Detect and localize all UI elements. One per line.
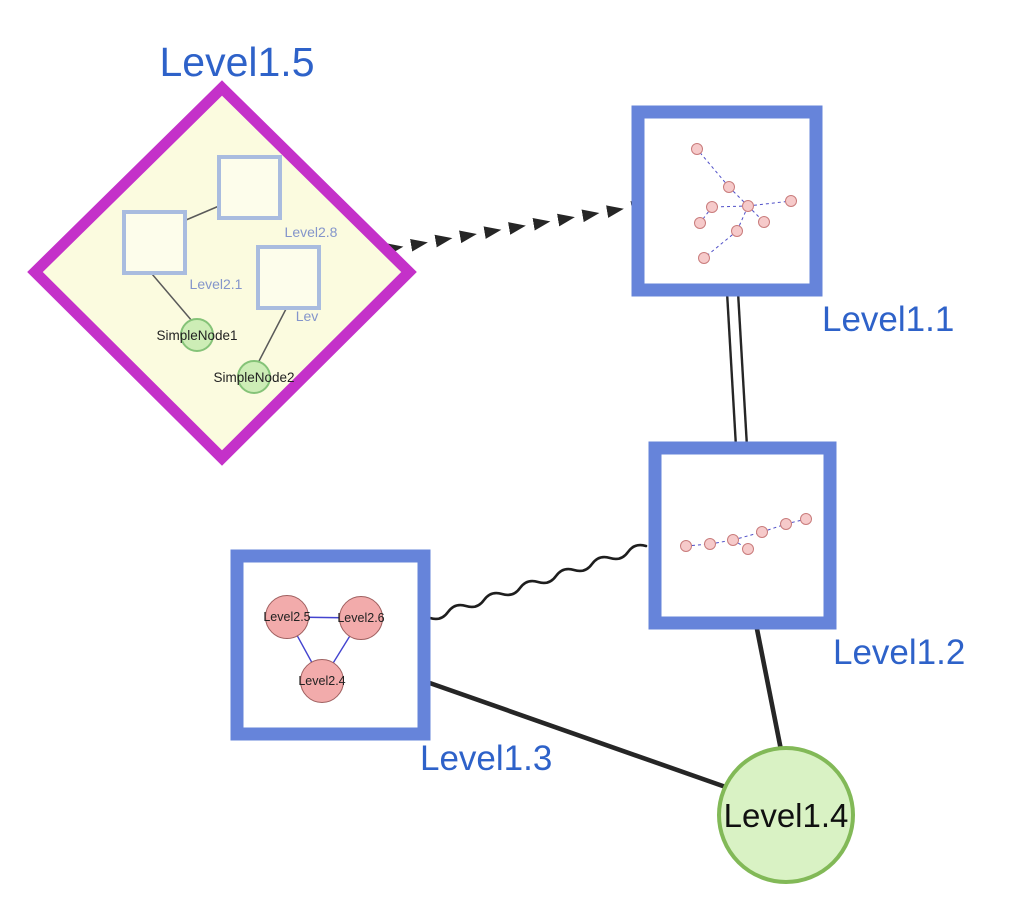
group-node-level1-5[interactable]: Level2.8 Level2.1 Lev SimpleNode1 Simple… bbox=[27, 80, 417, 466]
mini-edge[interactable] bbox=[703, 230, 738, 259]
label-level1-3: Level1.3 bbox=[420, 739, 552, 778]
mini-edge[interactable] bbox=[736, 205, 749, 232]
edge-level1-5-to-level1-1[interactable] bbox=[385, 201, 649, 256]
diamond-shape[interactable] bbox=[27, 80, 417, 466]
level1-1-inner-nodes bbox=[691, 143, 797, 264]
mini-edge[interactable] bbox=[747, 200, 792, 207]
level1-2-inner-nodes bbox=[680, 513, 812, 555]
label-simplenode1: SimpleNode1 bbox=[156, 328, 237, 343]
mini-node[interactable] bbox=[800, 513, 812, 525]
label-level1-4: Level1.4 bbox=[724, 797, 849, 834]
mini-node[interactable] bbox=[731, 225, 743, 237]
mini-edge[interactable] bbox=[728, 186, 749, 207]
mini-node[interactable] bbox=[694, 217, 706, 229]
inner-node-simplenode1[interactable] bbox=[180, 318, 214, 352]
inner-node-level2-1[interactable] bbox=[122, 210, 187, 275]
node-level1-2-frame[interactable] bbox=[648, 441, 837, 630]
mini-node[interactable] bbox=[785, 195, 797, 207]
label-level1-1: Level1.1 bbox=[822, 300, 954, 339]
inner-edge-square-to-simplenode2[interactable] bbox=[257, 308, 287, 364]
node-level1-4[interactable]: Level1.4 bbox=[717, 746, 855, 884]
label-level2-4: Level2.4 bbox=[298, 674, 345, 688]
mini-node[interactable] bbox=[704, 538, 716, 550]
mini-edge[interactable] bbox=[711, 205, 749, 208]
node-level1-2[interactable] bbox=[648, 441, 837, 630]
mini-node[interactable] bbox=[691, 143, 703, 155]
inner-node-simplenode2[interactable] bbox=[237, 360, 271, 394]
mini-node[interactable] bbox=[727, 534, 739, 546]
mini-node[interactable] bbox=[758, 216, 770, 228]
mini-edge[interactable] bbox=[696, 148, 730, 188]
mini-node[interactable] bbox=[680, 540, 692, 552]
edge-layer bbox=[385, 201, 784, 794]
label-level2-1: Level2.1 bbox=[190, 276, 243, 292]
inner-edge-squares[interactable] bbox=[185, 205, 220, 221]
inner-node-level2-6[interactable] bbox=[339, 596, 383, 640]
label-level2-5: Level2.5 bbox=[263, 610, 310, 624]
label-level2-x: Lev bbox=[296, 308, 319, 324]
node-level1-3-frame[interactable] bbox=[230, 549, 431, 741]
inner-node-level2-8[interactable] bbox=[217, 155, 282, 220]
node-level1-3[interactable]: Level2.5 Level2.6 Level2.4 bbox=[230, 549, 431, 741]
node-level1-1[interactable] bbox=[631, 105, 823, 297]
label-level2-8: Level2.8 bbox=[285, 224, 338, 240]
mini-node[interactable] bbox=[742, 200, 754, 212]
edge-level1-3-to-level1-4[interactable] bbox=[423, 678, 738, 794]
label-simplenode2: SimpleNode2 bbox=[213, 370, 294, 385]
mini-edge[interactable] bbox=[761, 523, 787, 533]
mini-node[interactable] bbox=[742, 543, 754, 555]
label-level1-2: Level1.2 bbox=[833, 633, 965, 672]
mini-node[interactable] bbox=[780, 518, 792, 530]
mini-node[interactable] bbox=[706, 201, 718, 213]
label-level1-5: Level1.5 bbox=[159, 39, 314, 85]
label-level2-6: Level2.6 bbox=[337, 611, 384, 625]
inner-edge-square-to-simplenode1[interactable] bbox=[151, 273, 193, 322]
edge-level1-2-to-level1-4[interactable] bbox=[753, 623, 784, 751]
inner-node-level2-x[interactable] bbox=[256, 245, 321, 310]
edge-level1-3-to-level1-2[interactable] bbox=[428, 543, 648, 621]
node-level1-4-shape[interactable] bbox=[717, 746, 855, 884]
inner-node-level2-4[interactable] bbox=[300, 659, 344, 703]
mini-node[interactable] bbox=[756, 526, 768, 538]
edge-level1-1-to-level1-2[interactable] bbox=[725, 291, 749, 448]
mini-node[interactable] bbox=[723, 181, 735, 193]
inner-node-level2-5[interactable] bbox=[265, 595, 309, 639]
mini-node[interactable] bbox=[698, 252, 710, 264]
